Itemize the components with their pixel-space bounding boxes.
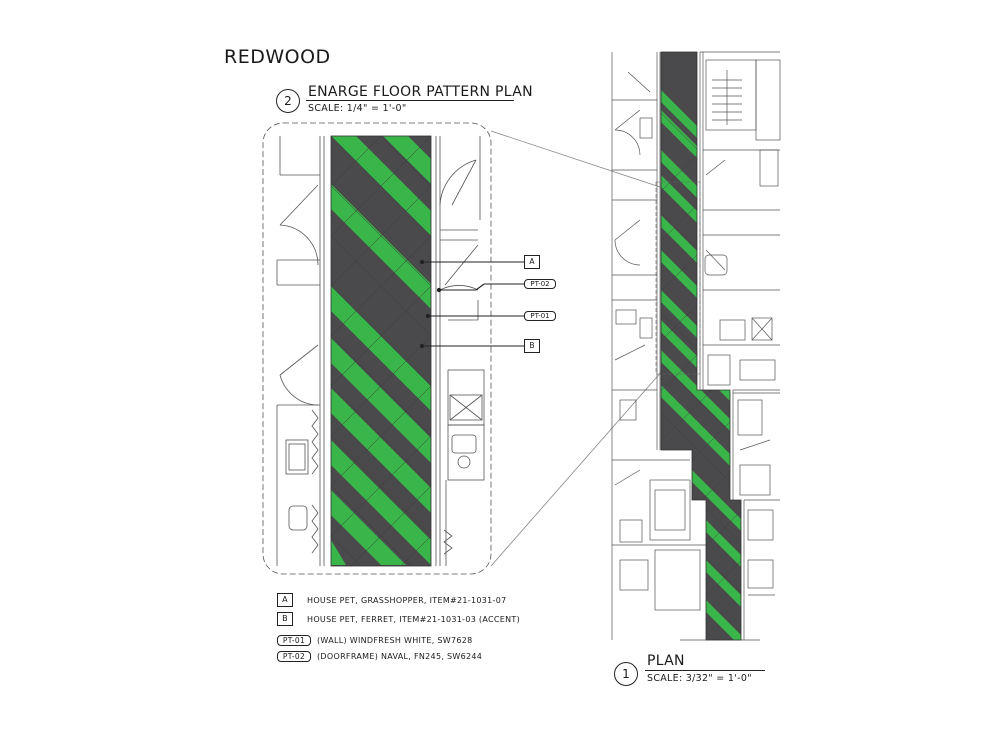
enlarged-left-walls bbox=[276, 136, 325, 566]
plan-walls bbox=[611, 51, 781, 641]
legend-text-b: HOUSE PET, FERRET, ITEM#21-1031-03 (ACCE… bbox=[307, 614, 521, 624]
plan-scale: SCALE: 3/32" = 1'-0" bbox=[647, 673, 752, 684]
title-underline bbox=[306, 100, 514, 101]
plan-detail-marker bbox=[655, 181, 701, 375]
callout-leaders bbox=[419, 259, 524, 349]
plan-title: PLAN bbox=[647, 653, 685, 669]
legend-row-pt01: PT-01 (WALL) WINDFRESH WHITE, SW7628 bbox=[277, 635, 473, 646]
enlarged-tile-pattern bbox=[331, 136, 431, 566]
callout-tag-pt02: PT-02 bbox=[524, 279, 556, 289]
callout-tag-a: A bbox=[524, 255, 540, 269]
detail-connector-lines bbox=[490, 130, 664, 567]
enlarged-right-walls bbox=[435, 136, 485, 566]
callout-tag-pt01: PT-01 bbox=[524, 311, 556, 321]
legend-key-b: B bbox=[277, 612, 293, 626]
tile-grid-lines bbox=[331, 136, 431, 566]
legend-row-b: B HOUSE PET, FERRET, ITEM#21-1031-03 (AC… bbox=[277, 612, 520, 626]
drawing-number-2: 2 bbox=[276, 89, 300, 113]
legend-text-a: HOUSE PET, GRASSHOPPER, ITEM#21-1031-07 bbox=[307, 595, 507, 605]
legend-key-a: A bbox=[277, 593, 293, 607]
plan-stair bbox=[712, 70, 742, 125]
enlarged-detail-boundary bbox=[262, 122, 492, 575]
callout-tag-b: B bbox=[524, 339, 540, 353]
legend-text-pt01: (WALL) WINDFRESH WHITE, SW7628 bbox=[317, 636, 473, 645]
plan-corridor-outline bbox=[660, 51, 742, 641]
drawing-number-1: 1 bbox=[614, 662, 638, 686]
legend-row-a: A HOUSE PET, GRASSHOPPER, ITEM#21-1031-0… bbox=[277, 593, 507, 607]
legend-key-pt01: PT-01 bbox=[277, 635, 311, 646]
enlarged-plan-scale: SCALE: 1/4" = 1'-0" bbox=[308, 103, 407, 114]
page-title: REDWOOD bbox=[224, 46, 331, 68]
enlarged-plan-title: ENARGE FLOOR PATTERN PLAN bbox=[308, 84, 533, 100]
legend-key-pt02: PT-02 bbox=[277, 651, 311, 662]
legend-text-pt02: (DOORFRAME) NAVAL, FN245, SW6244 bbox=[317, 652, 483, 661]
plan-title-underline bbox=[645, 670, 765, 671]
legend-row-pt02: PT-02 (DOORFRAME) NAVAL, FN245, SW6244 bbox=[277, 651, 482, 662]
